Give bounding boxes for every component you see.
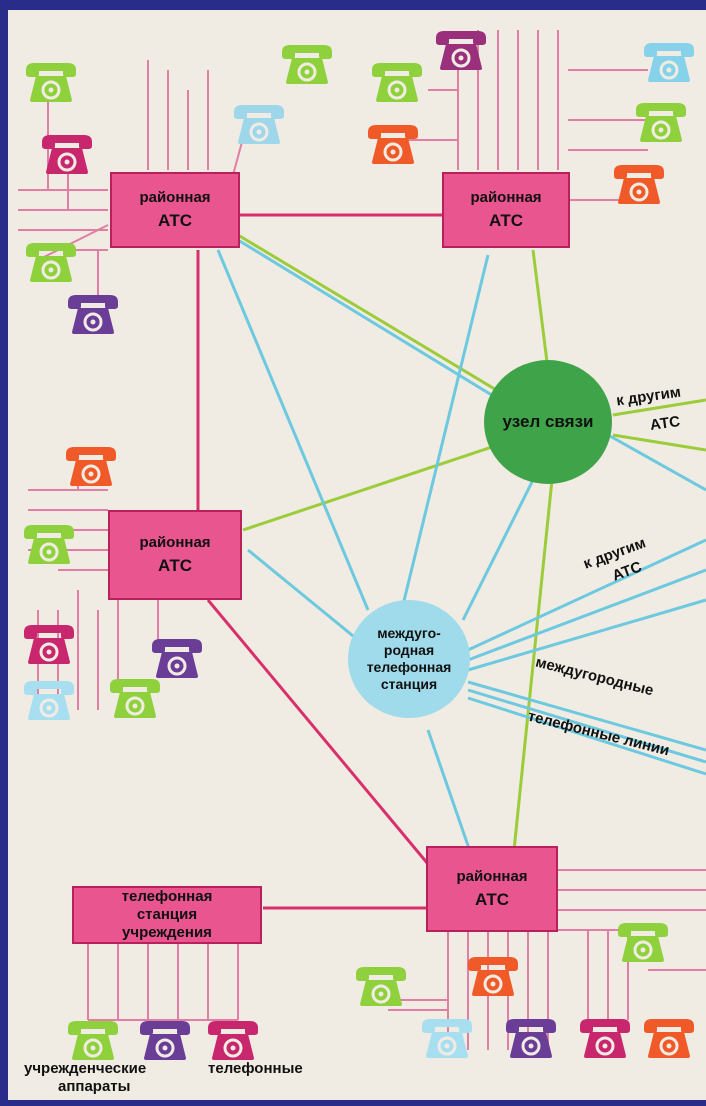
ats-label-line1: районная bbox=[470, 188, 542, 206]
diagram-sheet: районная АТС районная АТС районная АТС р… bbox=[8, 10, 706, 1100]
telephone-icon bbox=[368, 60, 426, 104]
telephone-icon bbox=[278, 42, 336, 86]
ats-trunk-lines bbox=[196, 213, 443, 910]
telephone-icon bbox=[106, 676, 164, 720]
ats-label-line1: районная bbox=[139, 188, 211, 206]
telephone-icon bbox=[64, 1018, 122, 1062]
ats-label-line2: АТС bbox=[157, 210, 193, 230]
ats-label-line2: АТС bbox=[157, 555, 193, 575]
intercity-station: междуго- родная телефонная станция bbox=[348, 600, 470, 718]
telephone-icon bbox=[464, 954, 522, 998]
telephone-icon bbox=[614, 920, 672, 964]
district-ats-middle-left: районная АТС bbox=[108, 510, 242, 600]
connection-lines bbox=[18, 30, 706, 1050]
telephone-icon bbox=[148, 636, 206, 680]
intercity-blue-lines bbox=[216, 238, 706, 861]
ats-label-line1: районная bbox=[456, 867, 528, 885]
telephone-icon bbox=[640, 40, 698, 84]
intercity-label-line1: междуго- bbox=[377, 625, 441, 642]
telephone-icon bbox=[632, 100, 690, 144]
telephone-icon bbox=[418, 1016, 476, 1060]
hub-green-lines bbox=[237, 233, 706, 861]
telephone-icon bbox=[20, 678, 78, 722]
telephone-icon bbox=[64, 292, 122, 336]
telephone-icon bbox=[352, 964, 410, 1008]
ats-label-line2: АТС bbox=[488, 210, 524, 230]
caption-telephone: телефонные bbox=[208, 1060, 303, 1077]
local-wires-institution bbox=[87, 940, 239, 1021]
intercity-label-line3: телефонная bbox=[366, 659, 452, 675]
telephone-icon bbox=[364, 122, 422, 166]
telephone-icon bbox=[20, 622, 78, 666]
caption-sets: аппараты bbox=[58, 1078, 131, 1095]
telephone-icon bbox=[610, 162, 668, 206]
telephone-icon bbox=[38, 132, 96, 176]
telephone-icon bbox=[204, 1018, 262, 1062]
district-ats-bottom-right: районная АТС bbox=[426, 846, 558, 932]
intercity-label-line2: родная bbox=[383, 642, 435, 659]
institution-label-line1: телефонная bbox=[121, 888, 213, 905]
ats-label-line2: АТС bbox=[474, 889, 510, 909]
institution-station: телефонная станция учреждения bbox=[72, 886, 262, 944]
telephone-icon bbox=[136, 1018, 194, 1062]
telephone-icon bbox=[230, 102, 288, 146]
telephone-icon bbox=[576, 1016, 634, 1060]
district-ats-top-left: районная АТС bbox=[110, 172, 240, 248]
ats-label-line1: районная bbox=[139, 533, 211, 551]
telephone-icon bbox=[502, 1016, 560, 1060]
hub-label: узел связи bbox=[502, 412, 594, 431]
telephone-icon bbox=[62, 444, 120, 488]
local-wires-top-left bbox=[18, 60, 249, 300]
caption-institutional: учрежденческие bbox=[24, 1060, 147, 1077]
telephone-icon bbox=[22, 60, 80, 104]
district-ats-top-right: районная АТС bbox=[442, 172, 570, 248]
intercity-label-line4: станция bbox=[380, 675, 438, 692]
telephone-icon bbox=[640, 1016, 698, 1060]
local-wires-top-right bbox=[408, 30, 648, 201]
communication-hub: узел связи bbox=[484, 360, 612, 484]
telephone-icon bbox=[22, 240, 80, 284]
institution-label-line3: учреждения bbox=[122, 924, 212, 941]
institution-label-line2: станция bbox=[136, 906, 198, 923]
telephone-icon bbox=[432, 28, 490, 72]
telephone-icon bbox=[20, 522, 78, 566]
